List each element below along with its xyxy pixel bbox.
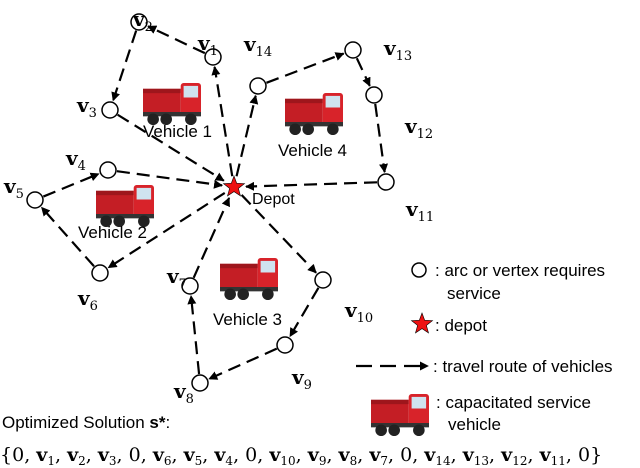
route-edge-v5-v4	[42, 172, 100, 198]
legend-route-text: : travel route of vehicles	[433, 357, 613, 376]
legend-vertex-icon	[411, 262, 427, 278]
vertex-v4	[99, 161, 117, 179]
vertex-v12	[365, 86, 383, 104]
route-edge-depot-v1	[211, 65, 234, 177]
vertex-v8	[191, 374, 209, 392]
vertex-v9	[276, 336, 294, 354]
vertex-v3	[101, 101, 119, 119]
route-edge-depot-v10	[240, 194, 317, 274]
truck-icon-vehicle-3	[220, 258, 278, 301]
vertex-label-v6: v6	[77, 286, 98, 314]
route-edge-v14-v13	[266, 52, 345, 84]
route-edge-v6-v5	[40, 206, 95, 268]
route-edge-v8-v7	[187, 295, 201, 375]
route-edge-v3-depot	[117, 113, 225, 182]
solution-sequence: {0, v1, v2, v3, 0, v6, v5, v4, 0, v10, v…	[0, 444, 602, 468]
vehicle-label-4: Vehicle 4	[278, 141, 347, 160]
route-edge-v2-v3	[111, 30, 138, 102]
vertex-v10	[314, 271, 332, 289]
legend-depot-star-icon	[410, 312, 434, 334]
truck-icon-vehicle-4	[285, 93, 343, 136]
truck-icon-vehicle-2	[96, 185, 154, 228]
route-edge-v9-v8	[208, 347, 278, 380]
vehicle-label-3: Vehicle 3	[213, 310, 282, 329]
legend-depot-text: : depot	[435, 316, 487, 335]
legend-vehicle-text-line1: : capacitated service	[436, 393, 591, 412]
route-edge-v1-v2	[147, 25, 206, 55]
legend-truck-icon	[371, 394, 429, 437]
vertex-v13	[344, 41, 362, 59]
route-edge-v11-depot	[245, 181, 378, 191]
route-edge-v12-v11	[374, 103, 388, 173]
legend-vertex-text-line2: service	[447, 284, 501, 303]
vertex-v11	[377, 173, 395, 191]
route-edge-v4-depot	[116, 170, 223, 189]
vertex-v2	[130, 13, 148, 31]
solution-title-suffix: :	[165, 413, 170, 432]
vertex-label-v11: v11	[405, 197, 434, 225]
route-edge-depot-v14	[235, 94, 259, 177]
legend-vertex-text-line1: : arc or vertex requires	[435, 261, 605, 280]
vertex-label-v7: v7	[166, 264, 187, 292]
vertex-label-v2: v2	[132, 7, 153, 35]
solution-title: Optimized Solution s*:	[2, 413, 170, 432]
route-edges	[40, 25, 388, 380]
vehicle-label-1: Vehicle 1	[143, 122, 212, 141]
route-edge-v10-v9	[289, 287, 320, 338]
solution-title-prefix: Optimized Solution	[2, 413, 149, 432]
vertex-v14	[249, 77, 267, 95]
vehicle-label-2: Vehicle 2	[78, 223, 147, 242]
legend: : arc or vertex requires service : depot…	[356, 261, 613, 437]
vertex-label-v12: v12	[404, 114, 433, 142]
vertex-nodes	[26, 13, 395, 392]
vertex-label-v4: v4	[65, 146, 86, 174]
vertex-label-v8: v8	[173, 379, 194, 407]
vertex-label-v14: v14	[243, 32, 272, 60]
route-edge-depot-v6	[107, 192, 226, 269]
vehicle-icons	[96, 83, 343, 301]
solution-title-symbol: s*	[149, 413, 165, 432]
vertex-label-v5: v5	[3, 174, 24, 202]
vertex-v5	[26, 191, 44, 209]
vertex-v7	[181, 277, 199, 295]
vertex-label-v3: v3	[76, 93, 97, 121]
legend-vehicle-text-line2: vehicle	[448, 415, 501, 434]
route-edge-v13-v12	[355, 57, 371, 87]
vertex-label-v1: v1	[197, 31, 218, 59]
vertex-label-v9: v9	[291, 365, 312, 393]
route-edge-v7-depot	[192, 197, 231, 279]
depot-star-icon	[222, 175, 246, 197]
depot-label: Depot	[252, 191, 295, 208]
vertex-v6	[91, 264, 109, 282]
vertex-label-v10: v10	[344, 298, 373, 326]
truck-icon-vehicle-1	[143, 83, 201, 126]
vertex-label-v13: v13	[383, 36, 412, 64]
vertex-v1	[204, 48, 222, 66]
